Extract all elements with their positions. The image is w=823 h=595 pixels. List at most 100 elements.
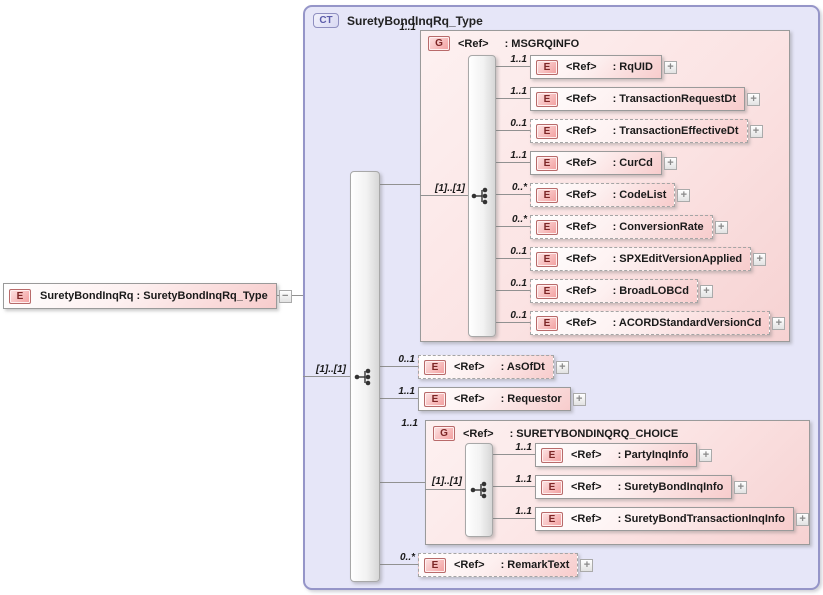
connector-line bbox=[496, 290, 530, 291]
expand-button[interactable]: + bbox=[555, 360, 569, 374]
connector-line bbox=[380, 564, 418, 565]
expand-button[interactable]: + bbox=[747, 92, 761, 106]
element-name: : RemarkText bbox=[500, 559, 570, 571]
element-broadlobcd: E <Ref> : BroadLOBCd + bbox=[530, 279, 713, 303]
element-icon: E bbox=[541, 447, 563, 463]
connector-line bbox=[493, 454, 535, 455]
element-name: : SuretyBondTransactionInqInfo bbox=[617, 513, 786, 525]
element-box-broadlobcd[interactable]: E <Ref> : BroadLOBCd bbox=[530, 279, 698, 303]
element-box-asofdt[interactable]: E <Ref> : AsOfDt bbox=[418, 355, 554, 379]
element-box-suretybondtransactioninqinfo[interactable]: E <Ref> : SuretyBondTransactionInqInfo bbox=[535, 507, 795, 531]
expand-button[interactable]: + bbox=[663, 60, 677, 74]
element-icon: E bbox=[424, 359, 446, 375]
connector-line bbox=[496, 258, 530, 259]
ref-label: <Ref> bbox=[566, 221, 597, 233]
element-icon: E bbox=[541, 511, 563, 527]
expand-button[interactable]: + bbox=[772, 316, 786, 330]
cardinality-label: 0..* bbox=[511, 214, 527, 225]
connector-line bbox=[380, 184, 420, 185]
cardinality-label: 1..1 bbox=[515, 442, 532, 453]
element-name: : TransactionRequestDt bbox=[612, 93, 737, 105]
element-name: SuretyBondInqRq : SuretyBondInqRq_Type bbox=[40, 290, 268, 302]
element-acordstandardversioncd: E <Ref> : ACORDStandardVersionCd + bbox=[530, 311, 786, 335]
element-name: : CurCd bbox=[612, 157, 653, 169]
element-name: : AsOfDt bbox=[500, 361, 545, 373]
element-box-acordstandardversioncd[interactable]: E <Ref> : ACORDStandardVersionCd bbox=[530, 311, 771, 335]
element-name: : RqUID bbox=[612, 61, 653, 73]
element-asofdt: E <Ref> : AsOfDt + bbox=[418, 355, 569, 379]
ref-label: <Ref> bbox=[463, 427, 494, 440]
element-box-requestor[interactable]: E <Ref> : Requestor bbox=[418, 387, 571, 411]
element-transactioneffectivedt: E <Ref> : TransactionEffectiveDt + bbox=[530, 119, 763, 143]
connector-line bbox=[493, 518, 535, 519]
expand-button[interactable]: + bbox=[663, 156, 677, 170]
cardinality-label: [1]..[1] bbox=[435, 183, 465, 194]
complex-type-icon: CT bbox=[313, 13, 339, 28]
element-icon: E bbox=[536, 283, 558, 299]
connector-line bbox=[493, 486, 535, 487]
expand-button[interactable]: + bbox=[714, 220, 728, 234]
expand-button[interactable]: + bbox=[677, 188, 691, 202]
connector-line bbox=[496, 98, 530, 99]
ref-label: <Ref> bbox=[566, 125, 597, 137]
element-box-suretybondinqrq[interactable]: E SuretyBondInqRq : SuretyBondInqRq_Type bbox=[3, 283, 277, 309]
element-box-remarktext[interactable]: E <Ref> : RemarkText bbox=[418, 553, 579, 577]
element-conversionrate: E <Ref> : ConversionRate + bbox=[530, 215, 728, 239]
element-box-rquid[interactable]: E <Ref> : RqUID bbox=[530, 55, 662, 79]
group-choice-header[interactable]: G <Ref> : SURETYBONDINQRQ_CHOICE bbox=[426, 421, 809, 441]
element-icon: E bbox=[536, 123, 558, 139]
element-name: : BroadLOBCd bbox=[612, 285, 689, 297]
element-box-conversionrate[interactable]: E <Ref> : ConversionRate bbox=[530, 215, 713, 239]
element-box-curcd[interactable]: E <Ref> : CurCd bbox=[530, 151, 662, 175]
ref-label: <Ref> bbox=[566, 285, 597, 297]
element-box-spxeditversionapplied[interactable]: E <Ref> : SPXEditVersionApplied bbox=[530, 247, 752, 271]
cardinality-label: 1..1 bbox=[510, 150, 527, 161]
expand-button[interactable]: + bbox=[734, 480, 748, 494]
group-msgrqinfo-header[interactable]: G <Ref> : MSGRQINFO bbox=[421, 31, 789, 51]
ref-label: <Ref> bbox=[566, 253, 597, 265]
element-box-codelist[interactable]: E <Ref> : CodeList bbox=[530, 183, 676, 207]
expand-button[interactable]: + bbox=[580, 558, 594, 572]
ref-label: <Ref> bbox=[571, 449, 602, 461]
group-icon: G bbox=[428, 36, 450, 51]
sequence-icon bbox=[471, 187, 488, 205]
element-icon: E bbox=[536, 315, 558, 331]
element-suretybondtransactioninqinfo: E <Ref> : SuretyBondTransactionInqInfo + bbox=[535, 507, 810, 531]
expand-button[interactable]: + bbox=[699, 448, 713, 462]
cardinality-label: 1..1 bbox=[399, 22, 416, 33]
ref-label: <Ref> bbox=[458, 37, 489, 50]
collapse-button[interactable]: − bbox=[278, 289, 292, 303]
element-box-transactionrequestdt[interactable]: E <Ref> : TransactionRequestDt bbox=[530, 87, 746, 111]
ref-label: <Ref> bbox=[566, 189, 597, 201]
element-name: : CodeList bbox=[612, 189, 667, 201]
connector-line bbox=[380, 482, 425, 483]
expand-button[interactable]: + bbox=[749, 124, 763, 138]
cardinality-label: 0..1 bbox=[510, 310, 527, 321]
element-icon: E bbox=[541, 479, 563, 495]
group-name: : MSGRQINFO bbox=[504, 37, 580, 50]
connector-line bbox=[380, 366, 418, 367]
group-name: : SURETYBONDINQRQ_CHOICE bbox=[509, 427, 679, 440]
cardinality-label: 0..1 bbox=[510, 118, 527, 129]
element-spxeditversionapplied: E <Ref> : SPXEditVersionApplied + bbox=[530, 247, 767, 271]
element-box-transactioneffectivedt[interactable]: E <Ref> : TransactionEffectiveDt bbox=[530, 119, 748, 143]
expand-button[interactable]: + bbox=[699, 284, 713, 298]
cardinality-label: 1..1 bbox=[515, 506, 532, 517]
element-suretybondinqrq: E SuretyBondInqRq : SuretyBondInqRq_Type… bbox=[3, 283, 292, 309]
cardinality-label: [1]..[1] bbox=[316, 364, 346, 375]
expand-button[interactable]: + bbox=[753, 252, 767, 266]
element-box-partyinqinfo[interactable]: E <Ref> : PartyInqInfo bbox=[535, 443, 698, 467]
element-name: : ACORDStandardVersionCd bbox=[612, 317, 762, 329]
ref-label: <Ref> bbox=[566, 93, 597, 105]
ref-label: <Ref> bbox=[566, 157, 597, 169]
cardinality-label: [1]..[1] bbox=[432, 476, 462, 487]
expand-button[interactable]: + bbox=[572, 392, 586, 406]
element-box-suretybondinqinfo[interactable]: E <Ref> : SuretyBondInqInfo bbox=[535, 475, 733, 499]
element-icon: E bbox=[536, 251, 558, 267]
expand-button[interactable]: + bbox=[796, 512, 810, 526]
connector-line bbox=[303, 376, 350, 377]
element-icon: E bbox=[424, 391, 446, 407]
ref-label: <Ref> bbox=[571, 513, 602, 525]
connector-line bbox=[496, 162, 530, 163]
